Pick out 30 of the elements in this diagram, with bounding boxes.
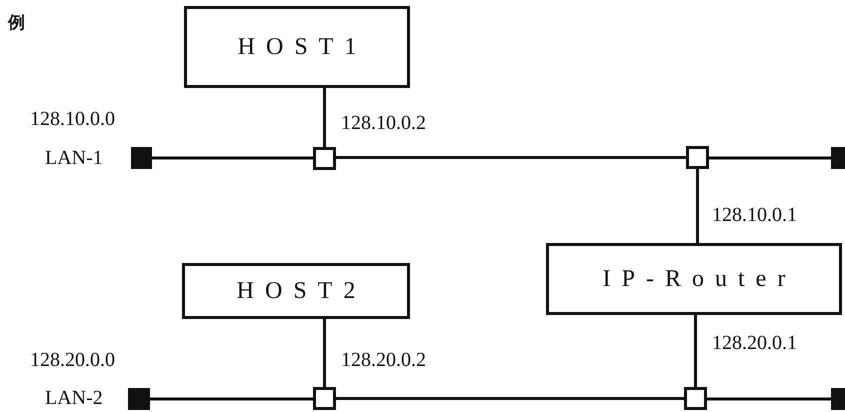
ip-address-label: 128.20.0.1: [712, 332, 797, 354]
link-line: [323, 88, 326, 147]
link-line: [336, 156, 686, 159]
network-address-label: 128.10.0.0: [30, 108, 115, 130]
terminator-block: [831, 147, 845, 169]
port-box: [313, 387, 336, 410]
terminator-block: [831, 388, 845, 410]
lan-name-label: LAN-2: [45, 387, 103, 409]
port-box: [313, 147, 336, 170]
network-address-label: 128.20.0.0: [30, 349, 115, 371]
ip-address-label: 128.20.0.2: [341, 349, 426, 371]
link-line: [336, 397, 684, 400]
terminator-block: [131, 147, 152, 169]
example-label: 例: [8, 12, 25, 34]
terminator-block: [128, 388, 150, 410]
link-line: [152, 156, 313, 160]
host-box: HOST1: [184, 6, 410, 88]
link-line: [696, 169, 699, 243]
router-box: IP-Router: [546, 243, 842, 315]
lan-name-label: LAN-1: [45, 147, 103, 169]
link-line: [323, 319, 326, 387]
port-box: [686, 146, 709, 169]
port-box: [684, 387, 707, 410]
link-line: [150, 398, 313, 400]
ip-address-label: 128.10.0.1: [712, 204, 797, 226]
host-box: HOST2: [182, 263, 410, 319]
link-line: [694, 315, 697, 387]
link-line: [709, 156, 831, 160]
link-line: [707, 398, 831, 400]
ip-address-label: 128.10.0.2: [341, 112, 426, 134]
